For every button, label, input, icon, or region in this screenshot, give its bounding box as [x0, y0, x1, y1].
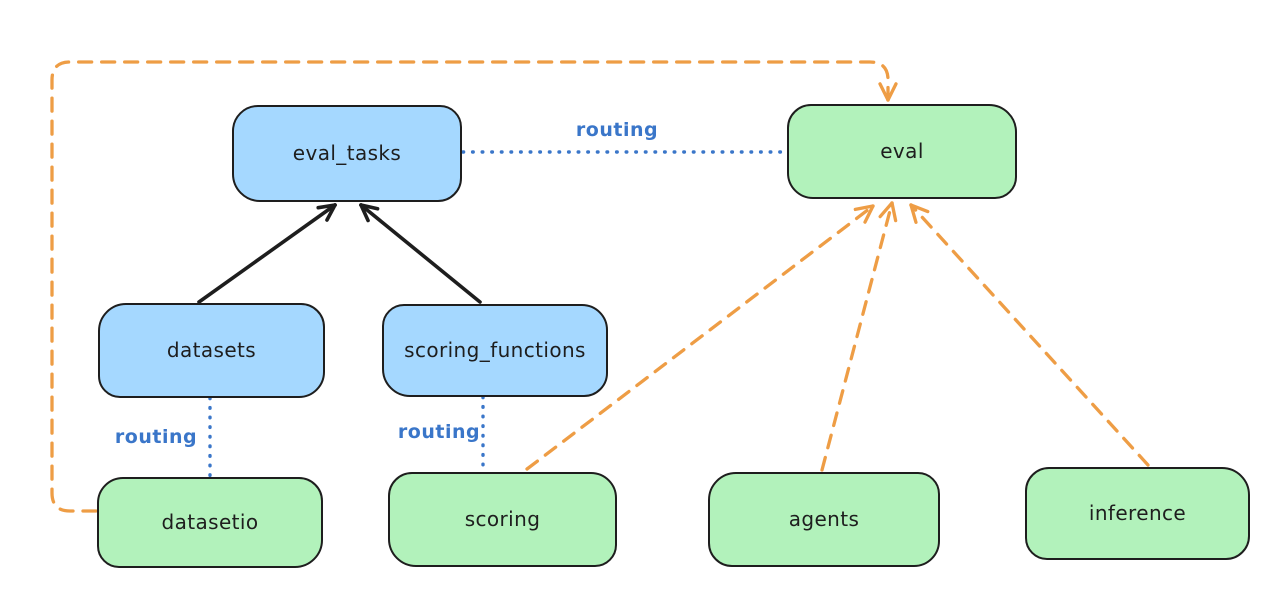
- node-scoring-label: scoring: [464, 506, 541, 531]
- node-datasets-label: datasets: [166, 337, 257, 362]
- edge-label-routing-datasets-datasetio: routing: [114, 426, 198, 448]
- arrowhead: [878, 82, 890, 102]
- arrowhead: [325, 203, 337, 222]
- arrowhead: [909, 203, 930, 214]
- arrowhead: [316, 203, 337, 210]
- node-datasetio[interactable]: datasetio: [97, 477, 323, 568]
- node-scoring-functions-label: scoring_functions: [404, 337, 586, 362]
- node-datasetio-label: datasetio: [161, 509, 259, 534]
- node-scoring-functions[interactable]: scoring_functions: [382, 304, 608, 397]
- edge-inference-to-eval[interactable]: [909, 203, 1150, 467]
- arrowhead: [886, 82, 898, 102]
- arrowhead: [890, 201, 898, 223]
- node-eval-label: eval: [880, 138, 924, 163]
- node-eval-tasks-label: eval_tasks: [292, 140, 402, 165]
- arrowhead: [359, 203, 380, 211]
- edge-datasets-to-eval_tasks[interactable]: [197, 203, 337, 304]
- node-datasets[interactable]: datasets: [98, 303, 325, 398]
- node-eval[interactable]: eval: [787, 104, 1017, 199]
- node-agents[interactable]: agents: [708, 472, 940, 567]
- edge-label-routing-scoring-functions-scoring: routing: [397, 421, 481, 443]
- node-inference[interactable]: inference: [1025, 467, 1250, 560]
- arrowhead: [878, 201, 894, 219]
- edge-label-routing-eval-tasks-eval: routing: [575, 119, 659, 141]
- edge-agents-to-eval[interactable]: [820, 201, 898, 472]
- node-eval-tasks[interactable]: eval_tasks: [232, 105, 462, 202]
- node-agents-label: agents: [788, 506, 860, 531]
- arrowhead: [853, 204, 875, 212]
- node-inference-label: inference: [1088, 500, 1187, 525]
- edge-scoring-to-eval[interactable]: [525, 204, 875, 471]
- arrowhead: [909, 203, 918, 224]
- edge-scoring_functions-to-eval_tasks[interactable]: [359, 203, 482, 304]
- arrowhead: [359, 203, 370, 223]
- edge-datasetio-to-eval[interactable]: [50, 60, 898, 513]
- node-scoring[interactable]: scoring: [388, 472, 617, 567]
- arrowhead: [863, 204, 875, 224]
